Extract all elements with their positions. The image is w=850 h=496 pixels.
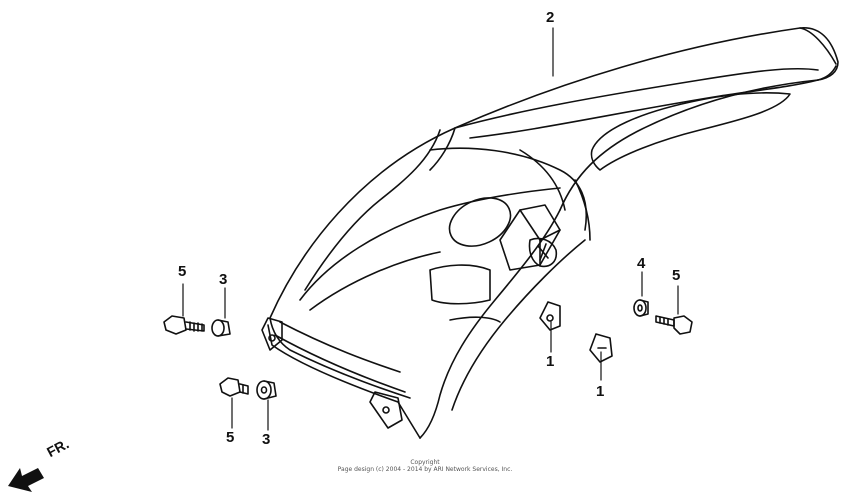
callout-fender-2: 2 xyxy=(546,9,555,26)
callout-washer-3-upper-left: 3 xyxy=(219,271,228,288)
front-direction-arrow xyxy=(8,468,44,492)
callout-washer-3-lower-left: 3 xyxy=(262,431,271,448)
callout-bolt-5-right: 5 xyxy=(672,267,681,284)
callout-collar-4-right: 4 xyxy=(637,255,646,272)
bolt-right xyxy=(655,315,693,335)
callout-leaders xyxy=(182,27,679,431)
callout-clip-1-lower: 1 xyxy=(596,383,605,400)
bolt-lower-left xyxy=(219,377,249,397)
clip-nut-upper xyxy=(539,301,561,331)
washer-upper-left xyxy=(211,319,231,337)
rear-fender xyxy=(261,27,839,439)
copyright-line-2: Page design (c) 2004 - 2014 by ARI Netwo… xyxy=(337,466,513,473)
bolt-upper-left xyxy=(163,315,205,335)
washer-lower-left xyxy=(256,380,277,400)
collar-right xyxy=(633,299,649,317)
clip-nut-lower xyxy=(589,333,613,363)
callout-clip-1-upper: 1 xyxy=(546,353,555,370)
callout-bolt-5-upper-left: 5 xyxy=(178,263,187,280)
copyright-line-1: Copyright xyxy=(410,459,440,466)
callout-bolt-5-lower-left: 5 xyxy=(226,429,235,446)
